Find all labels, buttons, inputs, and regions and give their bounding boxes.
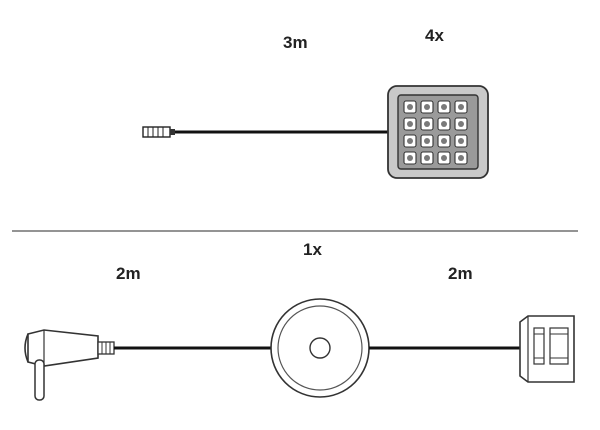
led-dot — [441, 138, 447, 144]
led-dot — [458, 121, 464, 127]
led-dot — [458, 155, 464, 161]
led-grid — [403, 100, 468, 165]
led-dot — [407, 104, 413, 110]
led-dot — [407, 155, 413, 161]
led-dot — [424, 121, 430, 127]
round-switch-hub — [270, 298, 370, 398]
bottom-quantity-label: 1x — [303, 240, 322, 259]
mini-plug-connector — [142, 126, 175, 138]
square-led-panel — [387, 85, 489, 179]
distributor-block — [519, 315, 575, 383]
led-dot — [441, 155, 447, 161]
led-dot — [441, 121, 447, 127]
left-cable-length-label: 2m — [116, 264, 141, 283]
led-dot — [424, 155, 430, 161]
led-dot — [458, 138, 464, 144]
power-supply-assembly — [24, 298, 575, 401]
led-dot — [424, 104, 430, 110]
led-dot — [407, 121, 413, 127]
wall-plug-adapter — [24, 329, 115, 401]
right-cable-length-label: 2m — [448, 264, 473, 283]
led-dot — [458, 104, 464, 110]
led-spot-assembly — [142, 85, 489, 179]
led-dot — [407, 138, 413, 144]
led-dot — [424, 138, 430, 144]
top-cable-length-label: 3m — [283, 33, 308, 52]
led-dot — [441, 104, 447, 110]
top-quantity-label: 4x — [425, 26, 444, 45]
